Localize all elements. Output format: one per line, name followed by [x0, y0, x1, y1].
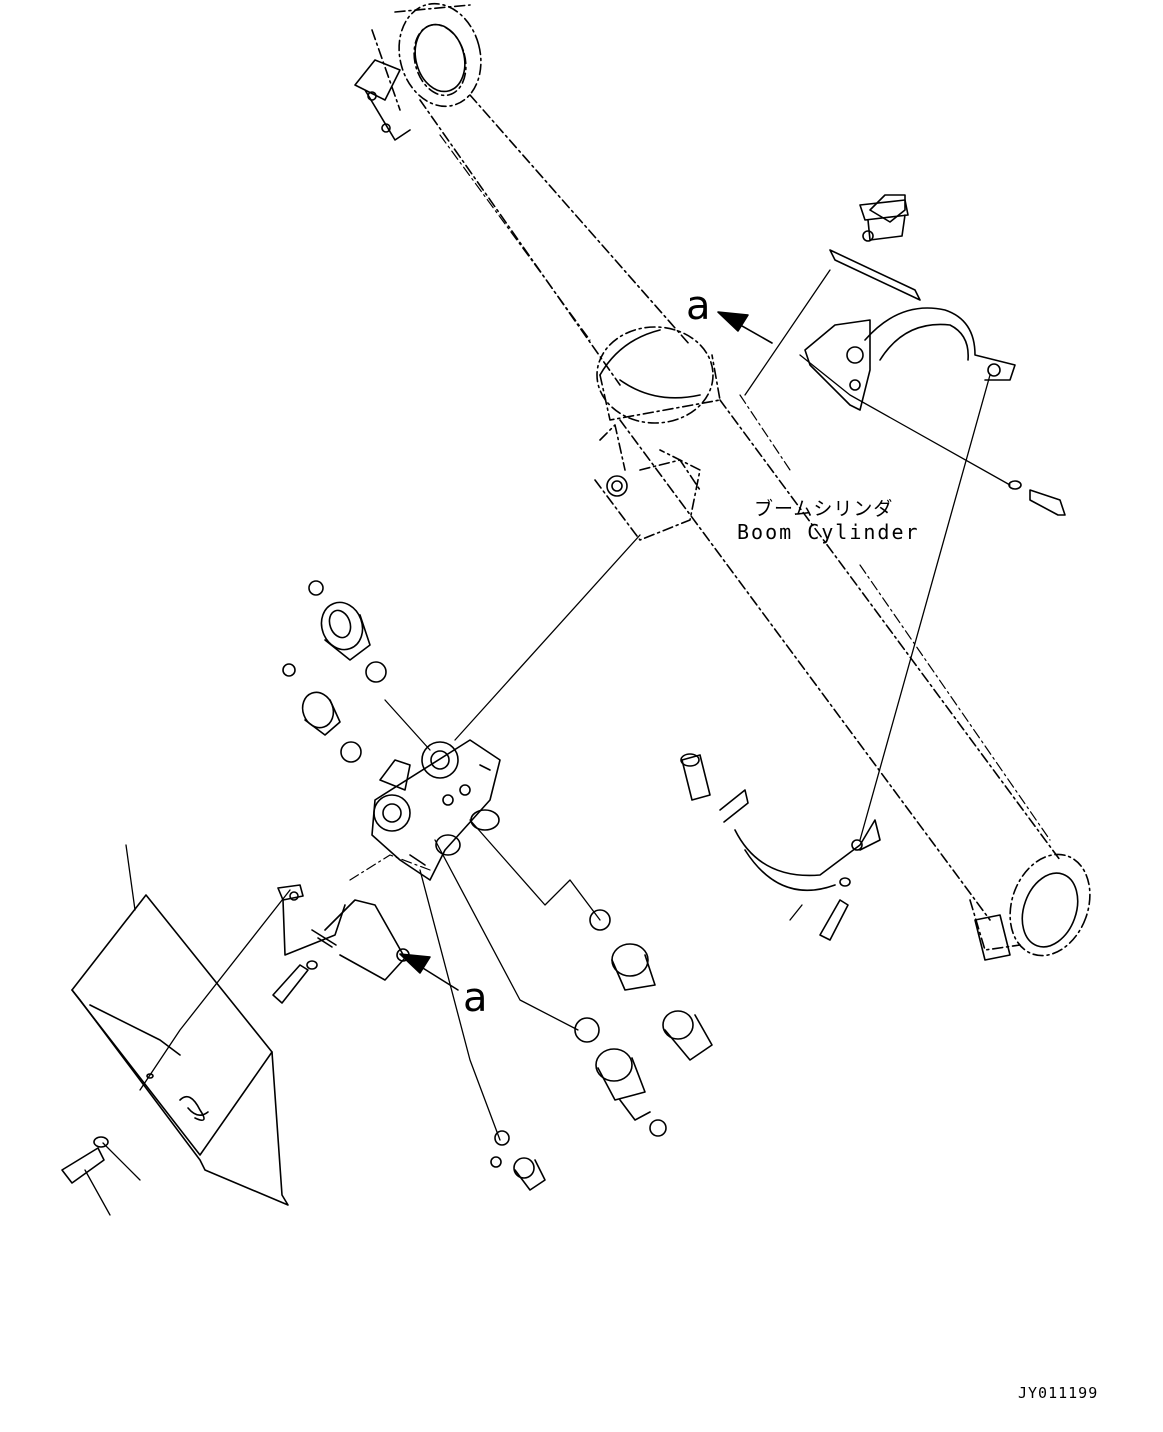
clamp-bracket-top [805, 200, 1015, 410]
guard-plate [72, 895, 288, 1205]
o-rings [283, 581, 666, 1167]
phantom-lines [350, 135, 1050, 880]
clamp-band-bottom [681, 754, 880, 890]
component-label-jp: ブームシリンダ [754, 498, 894, 520]
leader-lines [85, 270, 1010, 1215]
boom-cylinder [372, 0, 1103, 967]
valve-mount-bracket [278, 885, 409, 980]
component-label-en: Boom Cylinder [737, 520, 920, 544]
clamp-bolts [820, 195, 1065, 940]
drawing-code: JY011199 [1018, 1384, 1099, 1402]
arrow-left-icon [718, 312, 772, 343]
fittings [298, 597, 712, 1190]
plate-bolt [62, 1137, 108, 1183]
bracket-bolt [607, 476, 627, 496]
mount-bolt [273, 961, 317, 1003]
view-ref-label-bottom: a [463, 975, 488, 1021]
cylinder-valve-bracket [595, 425, 700, 540]
cylinder-solid-outline [355, 19, 1087, 960]
view-ref-label-top: a [686, 283, 711, 329]
valve-block [372, 740, 500, 880]
arrow-left-icon [400, 954, 458, 990]
